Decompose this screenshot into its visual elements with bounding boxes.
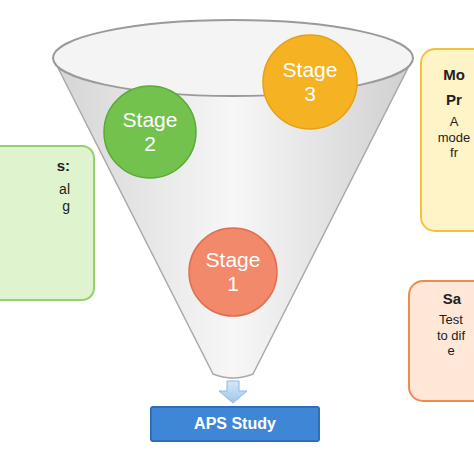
rect-shape — [0, 146, 94, 300]
rect-shape — [409, 281, 474, 401]
down-arrow — [219, 381, 247, 403]
node-heading: Stage 2 — [123, 108, 178, 156]
node-heading: Mo — [434, 66, 474, 84]
node-heading: Stage 3 — [283, 58, 338, 106]
node-heading: APS Study — [194, 414, 276, 433]
rect-shape — [421, 49, 474, 231]
funnel-rim — [53, 20, 413, 96]
node-text: Test to dif e — [432, 312, 470, 359]
rect-shape — [151, 407, 319, 441]
stage-circle: Stage 3 — [262, 34, 358, 130]
node-text: al g — [0, 181, 70, 215]
node-text: Pr — [434, 91, 474, 109]
node-heading: Sa — [432, 290, 472, 308]
node-text: A mode fr — [436, 114, 472, 161]
category-box: s: al g — [0, 145, 95, 301]
stage-circle: Stage 2 — [103, 85, 197, 179]
funnel-cone — [53, 58, 413, 378]
node-heading: Stage 1 — [206, 248, 261, 296]
circle-shape — [263, 35, 357, 129]
info-box: SaTest to dif e — [408, 280, 474, 402]
circle-shape — [189, 228, 277, 316]
node-heading: s: — [0, 157, 70, 175]
stage-circle: Stage 1 — [188, 227, 278, 317]
info-box: MoPr A mode fr — [420, 48, 474, 232]
category-box-outline — [0, 145, 95, 301]
circle-shape — [104, 86, 196, 178]
text-run: al g — [59, 181, 70, 215]
result-box: APS Study — [150, 406, 320, 442]
